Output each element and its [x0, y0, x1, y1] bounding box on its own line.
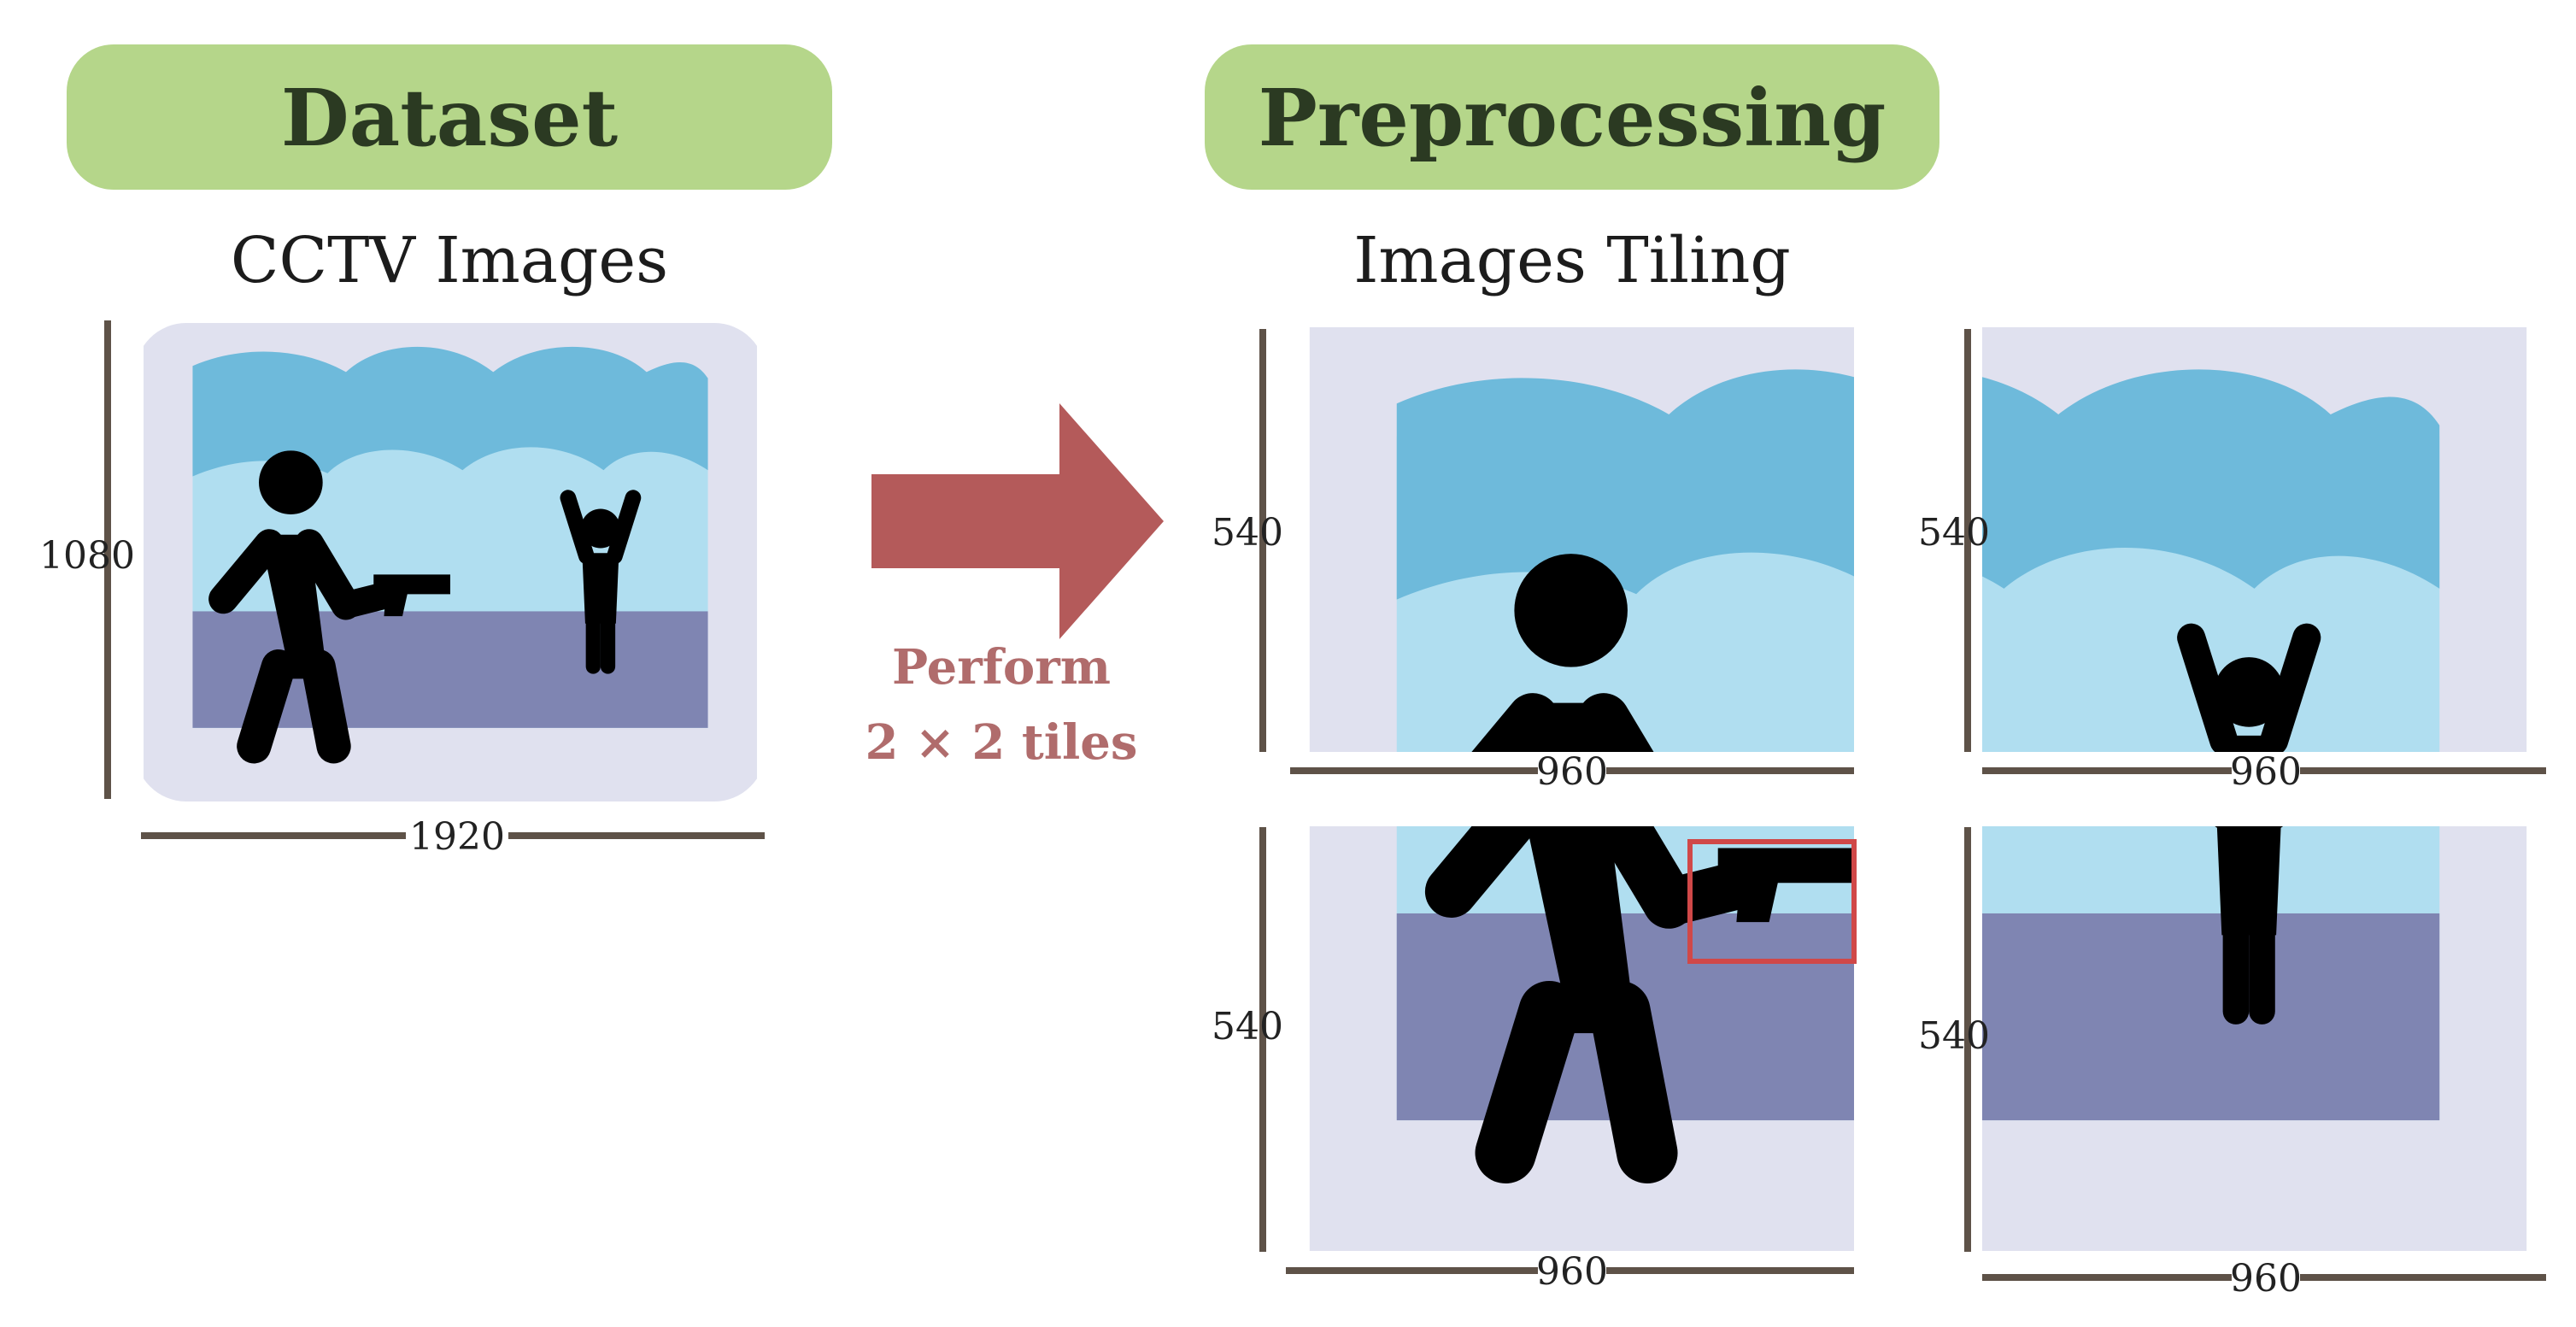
tile-tr-width-label: 960	[2230, 750, 2302, 794]
preprocessing-header	[1205, 44, 1939, 190]
dataset-header	[67, 44, 832, 190]
action-line-1: Perform	[892, 639, 1111, 696]
gun-detection-box	[1687, 839, 1857, 964]
dataset-subtitle: CCTV Images	[231, 224, 668, 297]
preprocessing-header-label: Preprocessing	[1259, 72, 1887, 164]
tile-tl-width-label: 960	[1536, 750, 1608, 794]
arrow-icon	[871, 403, 1164, 639]
tile-bl-height-label: 540	[1212, 1005, 1283, 1048]
tile-br-height-label: 540	[1918, 1014, 1990, 1058]
tile-tl-height-label: 540	[1212, 511, 1283, 555]
cctv-full-image	[144, 323, 757, 801]
action-line-2: 2 × 2 tiles	[866, 714, 1138, 771]
dataset-header-label: Dataset	[281, 72, 619, 164]
full-width-label: 1920	[409, 815, 505, 859]
full-height-label: 1080	[39, 534, 135, 578]
tile-tr-height-label: 540	[1918, 511, 1990, 555]
preprocessing-subtitle: Images Tiling	[1353, 224, 1791, 297]
tile-br-width-label: 960	[2230, 1257, 2302, 1301]
tile-bl-width-label: 960	[1536, 1250, 1608, 1294]
